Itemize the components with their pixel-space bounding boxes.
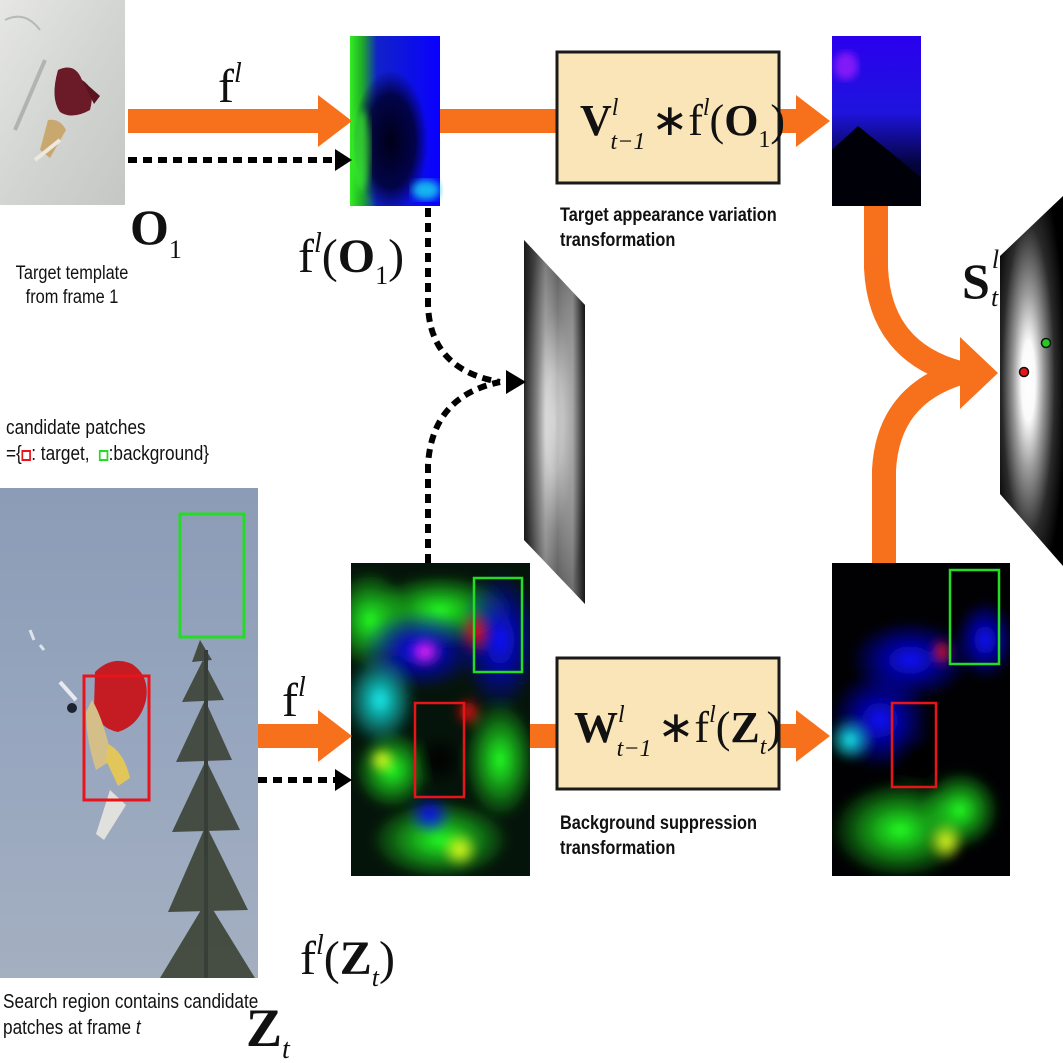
template-feature-map xyxy=(350,36,440,206)
candidate-prefix: ={ xyxy=(6,442,22,465)
dashed-arrows xyxy=(128,157,501,783)
search-caption-t: t xyxy=(135,1016,141,1039)
template-caption-line1: Target template xyxy=(15,263,129,284)
template-symbol: O1 xyxy=(130,199,182,264)
candidate-target-text: : target, xyxy=(31,442,90,465)
feature-background-box xyxy=(472,576,524,674)
candidate-caption: candidate patches ={ : target, :backgroun… xyxy=(6,416,209,467)
template-caption-line2: from frame 1 xyxy=(25,287,119,309)
suppression-transformation-box xyxy=(555,656,781,791)
bottom-arrow-label: fl xyxy=(282,672,306,727)
orange-arrows xyxy=(128,95,998,762)
transformed-background-box xyxy=(948,568,1001,666)
search-caption-line1: Search region contains candidate xyxy=(3,991,259,1013)
search-symbol: Zt xyxy=(246,998,291,1063)
suppression-caption-line1: Background suppression xyxy=(560,813,758,834)
candidate-background-text: :background} xyxy=(108,442,210,465)
search-caption-line2: patches at frame t xyxy=(3,1016,258,1042)
search-branch-curve xyxy=(872,361,964,563)
background-score-point xyxy=(1040,337,1052,349)
search-caption-line2-text: patches at frame xyxy=(3,1016,136,1039)
search-caption: Search region contains candidate patches… xyxy=(3,990,258,1041)
target-score-point xyxy=(1018,366,1030,378)
transformed-target-box xyxy=(890,701,938,789)
score-map xyxy=(1000,196,1063,566)
dashed-arrow-head xyxy=(506,370,526,394)
template-branch-curve xyxy=(864,206,972,385)
template-image xyxy=(0,0,125,205)
appearance-caption-line1: Target appearance variation xyxy=(560,205,777,226)
transformed-search-feature xyxy=(832,563,1010,876)
candidate-caption-line1: candidate patches xyxy=(6,417,146,439)
appearance-caption: Target appearance variation transformati… xyxy=(560,204,777,253)
feature-target-box xyxy=(413,701,466,799)
suppression-caption-line2: transformation xyxy=(560,837,676,859)
search-target-box xyxy=(82,674,151,802)
search-feature-label: fl(Zt) xyxy=(300,930,395,992)
baseline-response-map xyxy=(524,240,585,604)
suppression-caption: Background suppression transformation xyxy=(560,812,757,861)
top-arrow-label: fl xyxy=(218,58,242,113)
background-legend-swatch xyxy=(99,449,109,461)
candidate-caption-line2: ={ : target, :background} xyxy=(6,442,209,468)
search-background-box xyxy=(178,512,246,639)
template-caption: Target template from frame 1 xyxy=(12,262,132,311)
appearance-caption-line2: transformation xyxy=(560,229,676,251)
template-feature-label: fl(O1) xyxy=(298,228,404,290)
appearance-transformation-box xyxy=(555,50,781,185)
target-legend-swatch xyxy=(21,449,32,461)
transformed-template-feature xyxy=(832,36,921,206)
search-region-image xyxy=(0,488,258,978)
search-feature-map xyxy=(351,563,530,876)
